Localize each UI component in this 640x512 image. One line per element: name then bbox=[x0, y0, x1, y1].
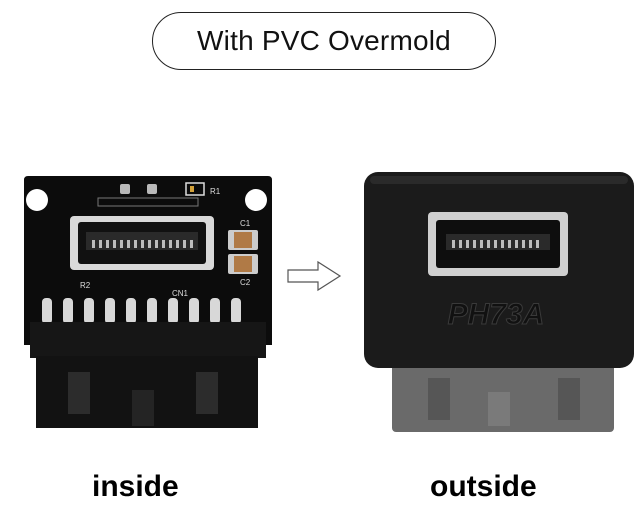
label-cn1: CN1 bbox=[172, 289, 189, 298]
label-c1: C1 bbox=[240, 219, 251, 228]
caption-inside: inside bbox=[92, 470, 179, 503]
pcb-adapter: R1 C1 bbox=[24, 176, 272, 428]
header-socket bbox=[30, 322, 266, 428]
page-title: With PVC Overmold bbox=[197, 25, 451, 56]
label-r1: R1 bbox=[210, 187, 221, 196]
caption-outside: outside bbox=[430, 470, 537, 503]
right-arrow-icon bbox=[287, 260, 342, 292]
overmolded-adapter: PH73A bbox=[364, 172, 634, 432]
mounting-hole bbox=[245, 189, 267, 211]
capacitor-c1 bbox=[228, 230, 258, 250]
label-c2: C2 bbox=[240, 278, 251, 287]
mold-marking: PH73A bbox=[448, 298, 545, 331]
title-pill: With PVC Overmold bbox=[152, 12, 496, 70]
mounting-hole bbox=[26, 189, 48, 211]
key-a-connector bbox=[70, 216, 214, 270]
solder-pins bbox=[42, 298, 241, 324]
key-a-port bbox=[428, 212, 568, 276]
grey-socket bbox=[392, 360, 614, 432]
smd-pads bbox=[120, 182, 205, 196]
capacitor-c2 bbox=[228, 254, 258, 274]
label-r2: R2 bbox=[80, 281, 91, 290]
